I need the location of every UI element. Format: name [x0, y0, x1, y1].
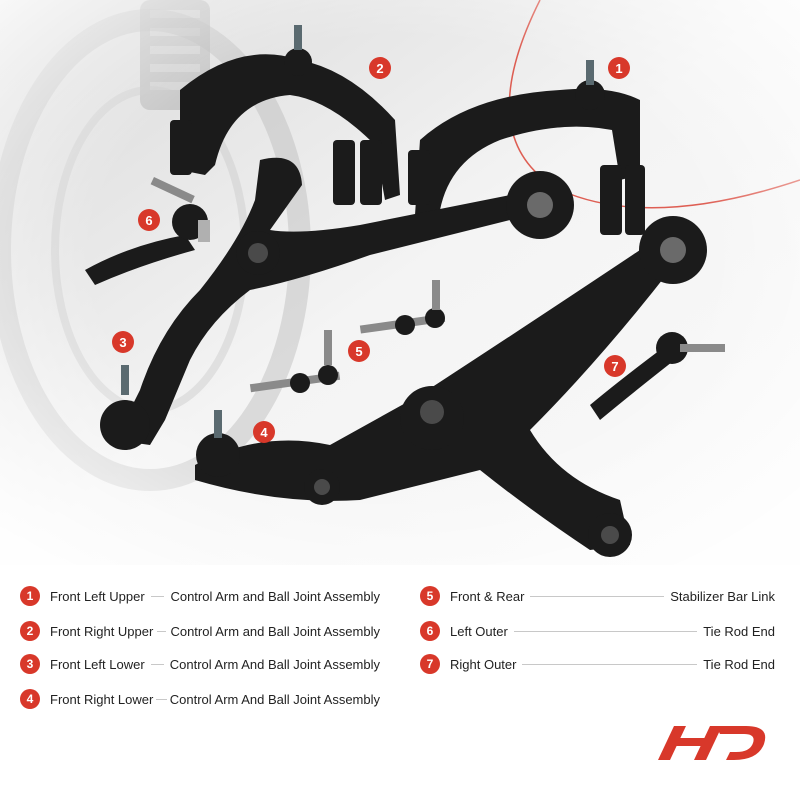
legend-part-name: Control Arm and Ball Joint Assembly — [170, 623, 380, 639]
legend-part-position: Left Outer — [450, 623, 508, 639]
legend-row: 1 Front Left Upper Control Arm and Ball … — [20, 584, 380, 608]
lower-control-arm-left — [100, 157, 574, 450]
legend-divider — [150, 663, 164, 665]
legend-row: 4 Front Right Lower Control Arm And Ball… — [20, 687, 380, 711]
legend-number: 5 — [420, 586, 440, 606]
legend-row: 7 Right Outer Tie Rod End — [420, 652, 775, 676]
callout-4: 4 — [253, 421, 275, 443]
legend-part-position: Front Left Upper — [50, 588, 145, 604]
legend-number: 4 — [20, 689, 40, 709]
lower-control-arm-right — [195, 216, 707, 557]
product-illustration — [0, 0, 800, 565]
legend-divider — [513, 630, 698, 632]
brand-logo-icon — [650, 708, 778, 768]
legend-part-name: Control Arm And Ball Joint Assembly — [169, 656, 380, 672]
legend-number: 2 — [20, 621, 40, 641]
legend-number: 1 — [20, 586, 40, 606]
legend-row: 3 Front Left Lower Control Arm And Ball … — [20, 652, 380, 676]
callout-3: 3 — [112, 331, 134, 353]
legend-part-position: Front Right Upper — [50, 623, 154, 639]
callout-7: 7 — [604, 355, 626, 377]
legend-number: 3 — [20, 654, 40, 674]
legend-divider — [157, 630, 167, 632]
legend-part-position: Front Left Lower — [50, 656, 145, 672]
legend-part-position: Right Outer — [450, 656, 517, 672]
legend-part-name: Stabilizer Bar Link — [670, 588, 775, 604]
legend-divider — [156, 698, 167, 700]
legend-part-name: Control Arm And Ball Joint Assembly — [169, 691, 380, 707]
legend-row: 2 Front Right Upper Control Arm and Ball… — [20, 619, 380, 643]
callout-2: 2 — [369, 57, 391, 79]
product-photo: 1 2 3 4 5 6 7 — [0, 0, 800, 565]
legend-row: 6 Left Outer Tie Rod End — [420, 619, 775, 643]
callout-1: 1 — [608, 57, 630, 79]
tie-rod-end-left — [85, 177, 210, 285]
legend-divider — [150, 595, 165, 597]
upper-control-arm-right — [170, 25, 400, 205]
callout-5: 5 — [348, 340, 370, 362]
callout-6: 6 — [138, 209, 160, 231]
legend-divider — [530, 595, 665, 597]
legend-part-position: Front & Rear — [450, 588, 525, 604]
upper-control-arm-left — [408, 60, 645, 235]
legend-row: 5 Front & Rear Stabilizer Bar Link — [420, 584, 775, 608]
tie-rod-end-right — [590, 332, 725, 420]
legend-number: 7 — [420, 654, 440, 674]
legend-number: 6 — [420, 621, 440, 641]
legend-part-position: Front Right Lower — [50, 691, 154, 707]
legend-part-name: Tie Rod End — [703, 623, 775, 639]
parts-legend: 1 Front Left Upper Control Arm and Ball … — [0, 578, 800, 718]
legend-divider — [522, 663, 698, 665]
legend-part-name: Tie Rod End — [703, 656, 775, 672]
stabilizer-bar-links — [249, 280, 446, 393]
legend-part-name: Control Arm and Ball Joint Assembly — [170, 588, 380, 604]
